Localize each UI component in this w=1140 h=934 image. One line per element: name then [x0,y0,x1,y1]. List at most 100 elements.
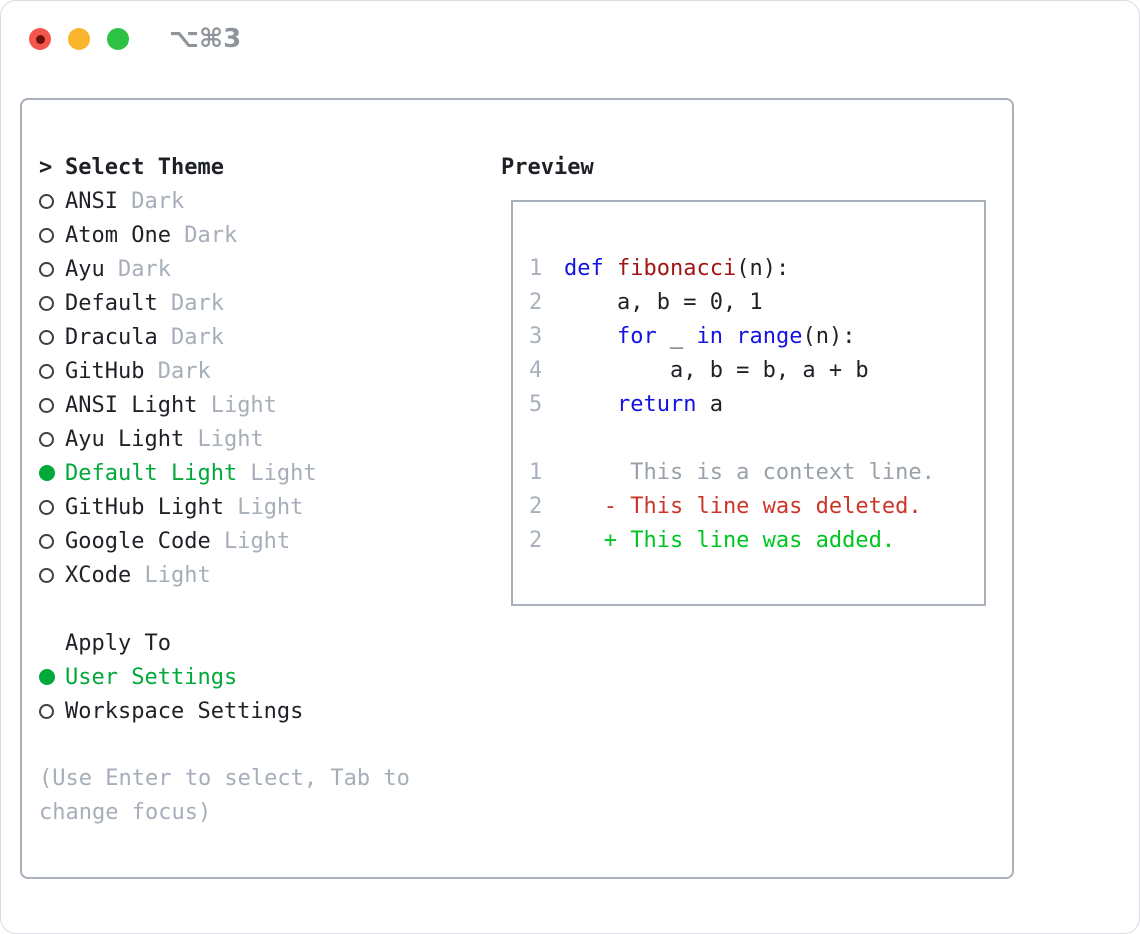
line-number: 1 [529,256,543,281]
preview-line: 2 - This line was deleted. [529,490,984,524]
theme-option-ayu-light[interactable]: Ayu Light Light [39,422,501,456]
radio-circle [39,567,54,583]
code-token [604,256,617,281]
titlebar: ⌥⌘3 [1,1,1139,98]
code-token: a [696,392,723,417]
theme-option-label: GitHub [65,358,145,384]
theme-variant-label: Light [131,562,211,588]
theme-option-label: Google Code [65,528,211,554]
radio-circle [39,431,54,447]
radio-circle [39,465,55,481]
theme-variant-label: Dark [104,256,171,282]
theme-option-github-light[interactable]: GitHub Light Light [39,490,501,524]
spacer [39,728,501,762]
code-token: in [696,324,723,349]
theme-option-default[interactable]: Default Dark [39,286,501,320]
line-number: 1 [529,460,543,485]
code-token: fibonacci [617,256,737,281]
apply-option-label: User Settings [65,664,238,690]
theme-option-default-light[interactable]: Default Light Light [39,456,501,490]
close-button[interactable] [29,28,51,50]
theme-variant-label: Light [223,494,304,520]
radio-icon [39,261,65,277]
minimize-button[interactable] [68,28,90,50]
code-token: range [736,324,803,349]
code-token [723,324,736,349]
preview-line: 3 for _ in range(n): [529,320,984,354]
line-number: 5 [529,392,543,417]
theme-option-label: Ayu Light [65,426,185,452]
help-text: (Use Enter to select, Tab to change focu… [39,762,501,830]
preview-line: 5 return a [529,388,984,422]
select-theme-header: > Select Theme [39,150,501,184]
theme-option-dracula[interactable]: Dracula Dark [39,320,501,354]
theme-variant-label: Light [197,392,277,418]
help-line-1: (Use Enter to select, Tab to [39,766,410,791]
theme-option-label: Atom One [65,222,171,248]
preview-title: Preview [501,154,594,180]
radio-icon [39,295,65,311]
preview-line: 2 + This line was added. [529,524,984,558]
code-token [564,324,617,349]
theme-option-label: Ayu [65,256,105,282]
radio-circle [39,669,55,685]
apply-option-user-settings[interactable]: User Settings [39,660,501,694]
theme-option-label: Default Light [65,460,238,486]
radio-circle [39,363,54,379]
theme-option-atom-one[interactable]: Atom One Dark [39,218,501,252]
theme-variant-label: Dark [117,188,185,214]
radio-circle [39,703,54,719]
code-token: (n): [736,256,790,281]
theme-variant-label: Dark [170,222,238,248]
theme-option-ayu[interactable]: Ayu Dark [39,252,501,286]
radio-circle [39,261,54,277]
radio-selected-icon [39,669,65,685]
focus-caret-icon: > [39,154,53,180]
line-number: 2 [529,290,543,315]
radio-circle [39,397,54,413]
theme-option-label: Dracula [65,324,158,350]
preview-line: 4 a, b = b, a + b [529,354,984,388]
radio-icon [39,193,65,209]
radio-icon [39,533,65,549]
theme-option-google-code[interactable]: Google Code Light [39,524,501,558]
apply-option-label: Workspace Settings [65,698,304,724]
radio-circle [39,193,54,209]
theme-variant-label: Dark [157,324,224,350]
select-theme-title: Select Theme [65,154,224,180]
theme-variant-label: Light [210,528,291,554]
preview-line: 1 This is a context line. [529,456,984,490]
code-token: a, b = 0, 1 [564,290,763,315]
theme-option-ansi-light[interactable]: ANSI Light Light [39,388,501,422]
line-number: 4 [529,358,543,383]
theme-option-github[interactable]: GitHub Dark [39,354,501,388]
radio-circle [39,499,54,515]
preview-line: 2 a, b = 0, 1 [529,286,984,320]
code-token: def [564,256,604,281]
theme-option-label: XCode [65,562,132,588]
radio-icon [39,329,65,345]
radio-icon [39,397,65,413]
spacer [39,592,501,626]
theme-variant-label: Dark [144,358,211,384]
apply-option-workspace-settings[interactable]: Workspace Settings [39,694,501,728]
theme-option-xcode[interactable]: XCode Light [39,558,501,592]
radio-selected-icon [39,465,65,481]
theme-variant-label: Dark [157,290,224,316]
help-line-2: change focus) [39,800,212,825]
maximize-button[interactable] [107,28,129,50]
radio-icon [39,227,65,243]
theme-option-ansi[interactable]: ANSI Dark [39,184,501,218]
code-token: return [616,392,697,417]
record-dot-icon [35,34,45,44]
preview-header: Preview [501,150,1012,184]
radio-circle [39,329,54,345]
theme-variant-label: Light [184,426,264,452]
